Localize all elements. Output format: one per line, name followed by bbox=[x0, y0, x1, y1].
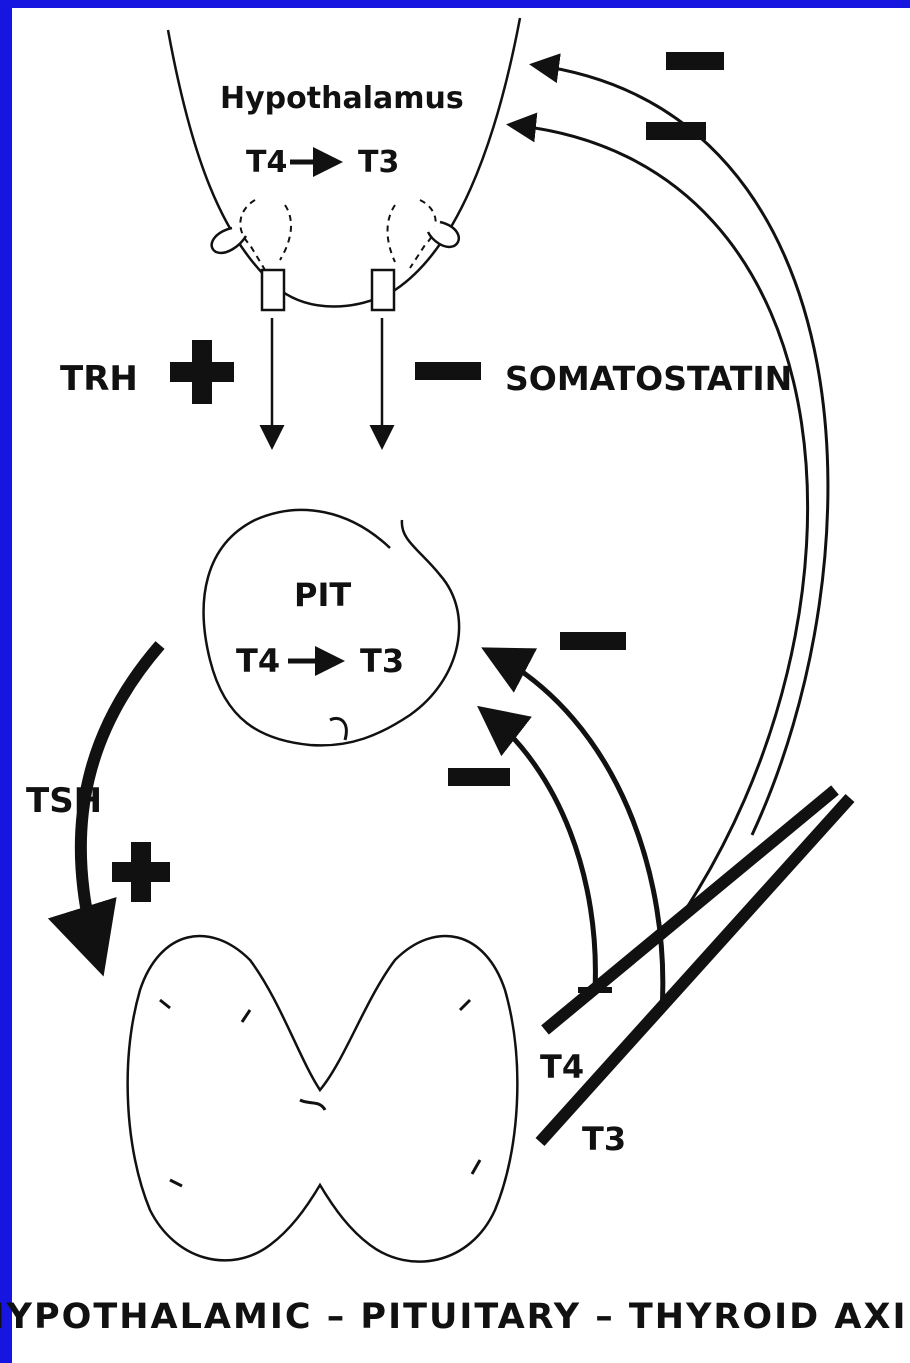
t4-label: T4 bbox=[540, 1048, 584, 1086]
pituitary-label: PIT bbox=[294, 576, 351, 614]
pituitary-shape bbox=[204, 510, 459, 746]
hypothalamus-t4-label: T4 bbox=[246, 145, 287, 180]
hypothalamus-shape bbox=[168, 18, 520, 310]
somatostatin-minus-sign bbox=[415, 362, 481, 380]
t3-output-line bbox=[540, 798, 850, 1142]
tsh-label: TSH bbox=[26, 781, 102, 821]
tsh-plus-sign bbox=[112, 842, 170, 902]
t3-label: T3 bbox=[582, 1120, 626, 1158]
diagram-caption: HYPOTHALAMIC – PITUITARY – THYROID AXIS bbox=[0, 1297, 910, 1337]
pituitary-feedback-minus-upper bbox=[560, 632, 626, 650]
trh-plus-sign bbox=[170, 340, 234, 404]
hypothalamus-t3-label: T3 bbox=[358, 145, 399, 180]
t4-feedback-hypothalamus-arrow bbox=[535, 65, 828, 835]
trh-label: TRH bbox=[60, 359, 138, 399]
pituitary-t3-label: T3 bbox=[360, 642, 404, 680]
hypothalamus-feedback-minus-upper bbox=[666, 52, 724, 70]
pituitary-feedback-minus-lower bbox=[448, 768, 510, 786]
hypothalamus-label: Hypothalamus bbox=[220, 81, 464, 116]
hypothalamus-feedback-minus-lower bbox=[646, 122, 706, 140]
somatostatin-label: SOMATOSTATIN bbox=[505, 359, 792, 398]
t4-feedback-pituitary-arrow bbox=[485, 712, 595, 990]
thyroid-gland-shape bbox=[128, 936, 518, 1262]
pituitary-t4-label: T4 bbox=[236, 642, 280, 680]
